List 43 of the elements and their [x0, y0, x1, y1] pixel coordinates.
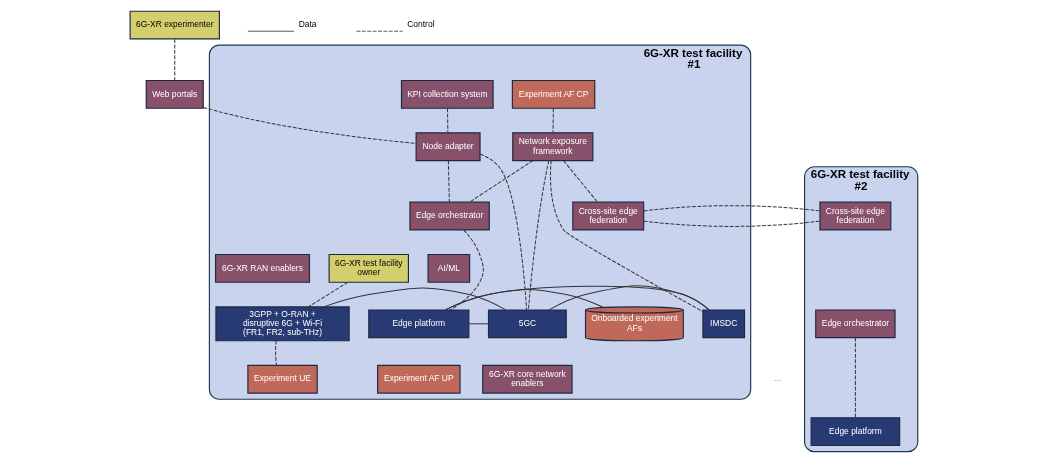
legend-label: Data [298, 19, 317, 30]
connector [854, 337, 856, 418]
node-box: 6G-XR test facility owner [328, 253, 409, 283]
connector [552, 108, 554, 133]
node-box: Edge platform [810, 417, 900, 447]
node-box: Edge orchestrator [814, 309, 896, 339]
connector [642, 205, 820, 227]
connector [274, 340, 277, 366]
node-box: Web portals [145, 79, 204, 109]
node-box: 3GPP + O-RAN + disruptive 6G + Wi-Fi (FR1, FR2, sub-THz) [214, 306, 350, 342]
node-box: Cross-site edge federation [571, 201, 644, 231]
connector [173, 38, 175, 81]
node-box: Edge platform [367, 309, 469, 339]
connector [307, 281, 348, 308]
node-box: Experiment UE [246, 364, 318, 394]
connector [444, 288, 603, 311]
node-box: Edge orchestrator [408, 201, 490, 231]
connector [449, 229, 484, 311]
legend-label: Control [406, 19, 435, 30]
connector [468, 160, 533, 203]
connector [444, 285, 710, 311]
connector [479, 153, 527, 311]
connector [446, 108, 448, 133]
node-box: Experiment AF UP [376, 364, 461, 394]
connector [527, 160, 549, 311]
node-box: Node adapter [415, 132, 481, 162]
connector [447, 160, 450, 203]
connector [549, 160, 703, 313]
connector [322, 287, 506, 311]
label: ... [773, 373, 781, 384]
node-box: 6G-XR experimenter [129, 10, 220, 40]
node-box: Cross-site edge federation [818, 201, 891, 231]
node-box: 5GC [487, 309, 567, 339]
connector [468, 323, 489, 325]
node-box: KPI collection system [400, 79, 494, 109]
node-box: Network exposure framework [511, 132, 593, 162]
node-box: Experiment AF CP [511, 79, 595, 109]
node-box: 6G-XR core network enablers [481, 364, 573, 394]
connector [202, 106, 417, 144]
node-box: 6G-XR RAN enablers [214, 253, 310, 283]
connector [562, 160, 598, 203]
node-box: AI/ML [427, 253, 470, 283]
node-box: IMSDC [701, 309, 745, 339]
